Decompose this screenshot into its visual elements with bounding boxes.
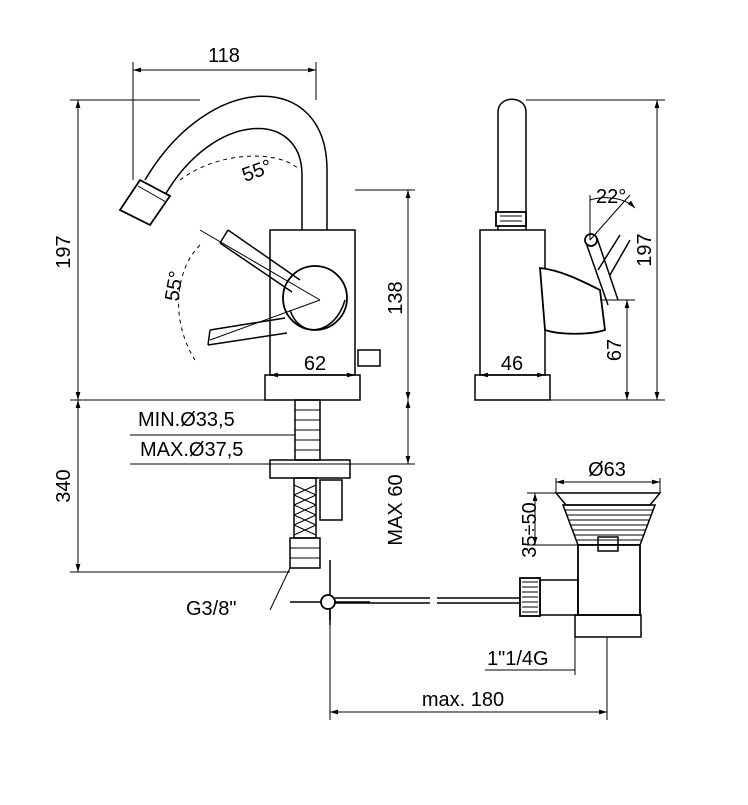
spout-outer bbox=[144, 95, 328, 230]
faucet-base bbox=[264, 374, 361, 401]
max-hole-label: MAX.Ø37,5 bbox=[140, 439, 243, 461]
min-hole-label: MIN.Ø33,5 bbox=[138, 409, 235, 431]
waste-drain: Ø63 35÷50 1"1/4G max. 180 bbox=[329, 459, 662, 720]
rod-pivot bbox=[320, 594, 336, 610]
spout-inner bbox=[164, 127, 303, 230]
dim-62-label: 62 bbox=[304, 353, 326, 375]
rod-length-label: max. 180 bbox=[422, 689, 504, 711]
side-spout bbox=[497, 98, 527, 230]
angle-spout-label: 55° bbox=[239, 156, 275, 187]
lever-upper bbox=[219, 229, 301, 293]
waste-diameter-label: Ø63 bbox=[588, 459, 626, 481]
dim-197-left-label: 197 bbox=[53, 235, 75, 268]
dim-67-label: 67 bbox=[604, 339, 626, 361]
waste-range-label: 35÷50 bbox=[519, 502, 541, 557]
dim-197-left: 197 bbox=[53, 99, 265, 401]
waste-knurl bbox=[519, 577, 541, 617]
angle-lever-label: 55° bbox=[161, 269, 188, 303]
dim-46-label: 46 bbox=[501, 353, 523, 375]
braided-hose bbox=[293, 477, 343, 539]
side-view: 22° 46 197 67 bbox=[474, 98, 665, 401]
front-view bbox=[118, 95, 381, 401]
lever-lower bbox=[207, 317, 288, 346]
dim-138-label: 138 bbox=[385, 281, 407, 314]
side-lever bbox=[539, 266, 606, 335]
aerator bbox=[118, 178, 172, 227]
waste-cap bbox=[554, 492, 662, 506]
waste-thread-label: 1"1/4G bbox=[487, 648, 549, 670]
under-deck: MIN.Ø33,5 MAX.Ø37,5 340 MAX 60 G3/8" bbox=[53, 399, 415, 625]
waste-flange bbox=[561, 504, 657, 546]
dim-197-right-label: 197 bbox=[634, 233, 656, 266]
dim-118: 118 bbox=[132, 45, 317, 180]
dim-118-label: 118 bbox=[208, 45, 240, 67]
dim-max60-label: MAX 60 bbox=[385, 474, 407, 545]
dim-62: 62 bbox=[270, 353, 355, 378]
side-knob bbox=[357, 349, 381, 367]
thread-label: G3/8" bbox=[186, 598, 236, 620]
side-angle-label: 22° bbox=[596, 186, 626, 208]
dim-340-label: 340 bbox=[53, 469, 75, 502]
shank-hatch bbox=[295, 409, 320, 451]
dim-138: 138 bbox=[355, 189, 415, 400]
